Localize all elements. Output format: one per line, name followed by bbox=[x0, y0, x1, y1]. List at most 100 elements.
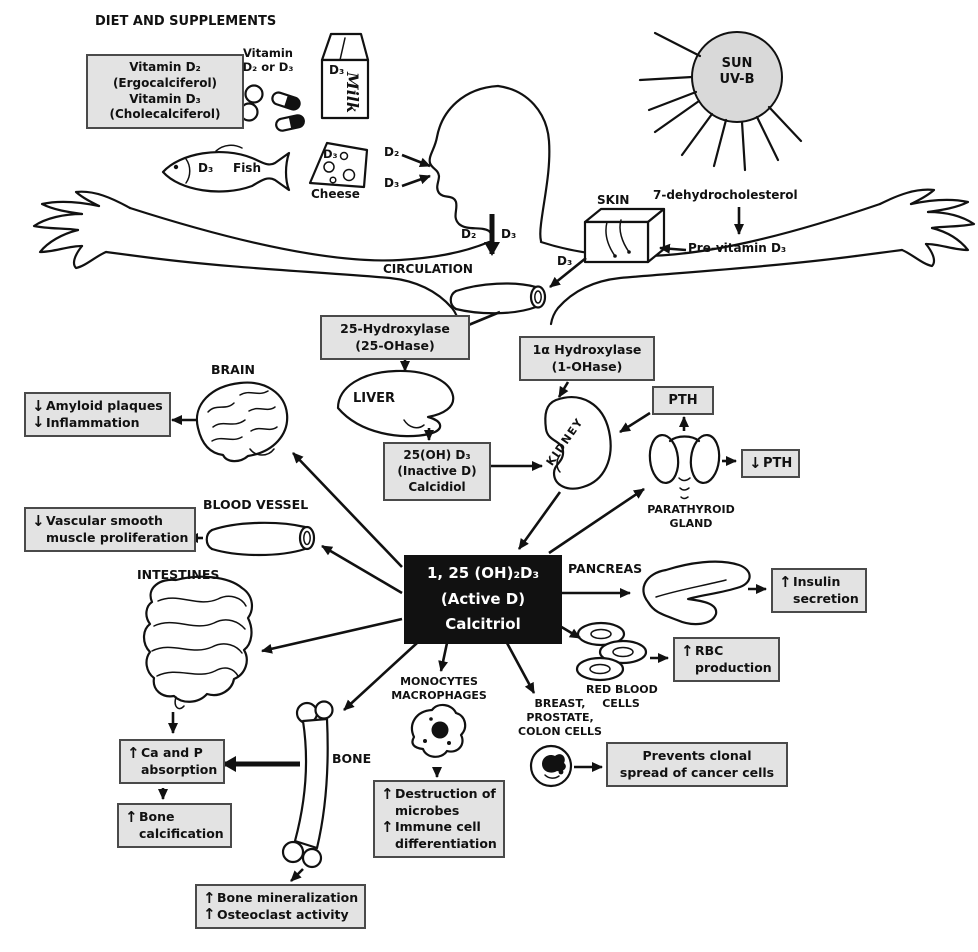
box-line: calcification bbox=[125, 826, 224, 843]
mouth-d2-label: D₂ bbox=[384, 145, 400, 159]
vitamin-sources-box: Vitamin D₂ (Ergocalciferol) Vitamin D₃ (… bbox=[86, 54, 244, 130]
pills-icon bbox=[239, 84, 305, 132]
pancreas-icon bbox=[642, 560, 751, 626]
label-line: D₂ or D₃ bbox=[242, 60, 294, 75]
parathyroid-gland-icon bbox=[648, 433, 721, 500]
brain-label: BRAIN bbox=[211, 362, 255, 377]
up-arrow-icon: ↑ bbox=[203, 888, 216, 907]
box-text: 25-Hydroxylase bbox=[340, 321, 450, 336]
box-text: Insulin bbox=[793, 574, 841, 589]
brain-icon bbox=[195, 381, 289, 463]
cancer-prevention-box: Prevents clonal spread of cancer cells bbox=[606, 742, 788, 787]
cheese-icon bbox=[308, 141, 369, 189]
label-line: PARATHYROID bbox=[647, 503, 735, 516]
label-line: SUN bbox=[721, 56, 753, 71]
box-text: PTH bbox=[763, 456, 793, 471]
fish-label: Fish bbox=[233, 161, 261, 175]
insulin-secretion-box: ↑ Insulin secretion bbox=[771, 568, 867, 613]
box-text: (Active D) bbox=[440, 589, 526, 608]
pancreas-label: PANCREAS bbox=[568, 561, 643, 576]
box-line: ↑ Destruction of bbox=[381, 786, 497, 803]
arrow-calcitriol-to-blood-vessel bbox=[321, 544, 403, 595]
up-arrow-icon: ↑ bbox=[381, 817, 394, 836]
arrow-d2-to-mouth bbox=[401, 153, 431, 168]
arrow-calcitriol-to-bone bbox=[343, 642, 418, 711]
skin-icon bbox=[583, 207, 666, 264]
box-line: ↓ Amyloid plaques bbox=[32, 398, 163, 415]
down-arrow-icon: ↓ bbox=[32, 396, 45, 415]
blood-vessel-label: BLOOD VESSEL bbox=[203, 497, 309, 512]
intestines-icon bbox=[142, 575, 254, 710]
box-line: ↑ Osteoclast activity bbox=[203, 907, 358, 924]
box-line: production bbox=[681, 660, 772, 677]
parathyroid-label: PARATHYROID GLAND bbox=[637, 503, 745, 531]
up-arrow-icon: ↑ bbox=[127, 743, 140, 762]
skin-d3-label: D₃ bbox=[557, 254, 573, 268]
label-line: PROSTATE, bbox=[526, 710, 594, 724]
box-line: differentiation bbox=[381, 836, 497, 853]
cancer-cells-label: BREAST, PROSTATE, COLON CELLS bbox=[507, 697, 613, 738]
box-line: ↓ Vascular smooth bbox=[32, 513, 188, 530]
pth-decrease-box: ↓ PTH bbox=[741, 449, 801, 479]
label-line: RED BLOOD bbox=[586, 683, 658, 696]
label-line: UV-B bbox=[719, 72, 755, 88]
box-text: Amyloid plaques bbox=[46, 398, 163, 413]
arrow-kidney-to-calcitriol bbox=[517, 491, 562, 550]
box-text: Vascular smooth bbox=[46, 513, 163, 528]
box-text: 1, 25 (OH)₂D₃ bbox=[426, 564, 540, 582]
box-text: (Cholecalciferol) bbox=[109, 107, 221, 122]
box-line: microbes bbox=[381, 803, 497, 820]
kidney-icon bbox=[544, 396, 612, 490]
box-text: muscle proliferation bbox=[46, 529, 189, 545]
bone-icon bbox=[281, 700, 334, 869]
box-text: RBC bbox=[695, 643, 724, 658]
box-text: spread of cancer cells bbox=[619, 764, 775, 780]
milk-d3-label: D₃ bbox=[329, 63, 345, 77]
box-text: Ca and P bbox=[141, 745, 203, 760]
label-line: BREAST, bbox=[534, 697, 586, 710]
box-text: Destruction of bbox=[395, 786, 496, 801]
box-text: production bbox=[695, 659, 772, 675]
intestines-label: INTESTINES bbox=[137, 567, 220, 582]
arrow-bone-to-mineralization bbox=[290, 868, 304, 882]
arrow-d3-to-mouth bbox=[401, 174, 431, 188]
down-arrow-icon: ↓ bbox=[32, 413, 45, 432]
label-line: Vitamin bbox=[242, 46, 293, 60]
box-text: Vitamin D₂ bbox=[129, 60, 201, 74]
circulation-label: CIRCULATION bbox=[383, 262, 473, 276]
bone-label: BONE bbox=[332, 751, 372, 766]
cheese-d3-label: D₃ bbox=[323, 147, 338, 161]
bone-effects-box: ↑ Bone mineralization ↑ Osteoclast activ… bbox=[195, 884, 367, 929]
box-text: Inflammation bbox=[46, 414, 140, 430]
arrow-previtamin-to-skin bbox=[659, 243, 687, 254]
circulation-vessel-icon bbox=[449, 282, 547, 315]
box-text: Osteoclast activity bbox=[217, 906, 349, 922]
absorption-box: ↑ Ca and P absorption bbox=[119, 739, 226, 784]
up-arrow-icon: ↑ bbox=[125, 807, 138, 826]
box-text: Bone bbox=[139, 809, 175, 824]
up-arrow-icon: ↑ bbox=[779, 572, 792, 591]
liver-label: LIVER bbox=[353, 391, 396, 406]
skin-label: SKIN bbox=[597, 193, 630, 207]
up-arrow-icon: ↑ bbox=[203, 905, 216, 924]
up-arrow-icon: ↑ bbox=[381, 784, 394, 803]
label-line: CELLS bbox=[602, 696, 640, 710]
label-line: MONOCYTES bbox=[400, 675, 478, 688]
box-line: ↓ PTH bbox=[749, 455, 792, 472]
arrow-calcitriol-to-cancer-cells bbox=[505, 642, 536, 694]
box-text: Calcidiol bbox=[408, 479, 466, 494]
box-line: ↑ Immune cell bbox=[381, 819, 497, 836]
milk-carton-icon bbox=[320, 32, 370, 120]
rbc-production-box: ↑ RBC production bbox=[673, 637, 780, 682]
calcitriol-box: 1, 25 (OH)₂D₃ (Active D) Calcitriol bbox=[404, 555, 562, 644]
label-line: GLAND bbox=[669, 516, 713, 530]
box-text: 1α Hydroxylase bbox=[532, 342, 642, 357]
label-line: MACROPHAGES bbox=[391, 688, 487, 702]
down-arrow-icon: ↓ bbox=[32, 511, 45, 530]
label-line: COLON CELLS bbox=[518, 724, 602, 738]
circulation-d2-label: D₂ bbox=[461, 227, 477, 241]
liver-icon bbox=[336, 369, 455, 438]
cancer-cell-icon bbox=[529, 744, 573, 788]
